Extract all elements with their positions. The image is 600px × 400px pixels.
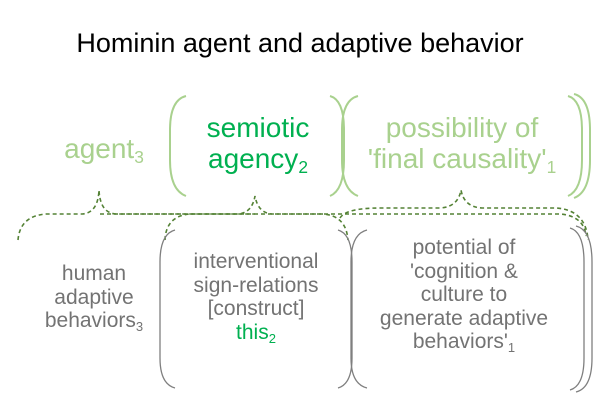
possibility-left-bracket <box>341 95 359 197</box>
interventional-sign-relations-label: interventional sign-relations [construct… <box>193 250 319 346</box>
potential-cognition-culture-label: potential of 'cognition & culture to gen… <box>379 236 549 355</box>
interventional-right-bracket <box>337 229 353 389</box>
semiotic-left-bracket <box>169 95 187 197</box>
potential-left-bracket <box>350 229 368 389</box>
bottom-brackets <box>159 225 593 393</box>
potential-right-bracket-1 <box>569 227 585 391</box>
brace-connectors <box>17 189 589 241</box>
agent-label: agent3 <box>64 133 144 168</box>
possibility-final-causality-label: possibility of 'final causality'1 <box>367 112 557 178</box>
interventional-left-bracket <box>159 229 176 389</box>
possibility-right-bracket-1 <box>567 95 583 197</box>
semiotic-right-bracket <box>329 95 345 197</box>
possibility-right-bracket-2 <box>573 93 591 199</box>
semiotic-agency-label: semiotic agency2 <box>206 112 310 178</box>
diagram-title: Hominin agent and adaptive behavior <box>76 28 524 58</box>
potential-right-bracket-2 <box>575 225 593 393</box>
human-adaptive-behaviors-label: human adaptive behaviors3 <box>44 262 144 334</box>
